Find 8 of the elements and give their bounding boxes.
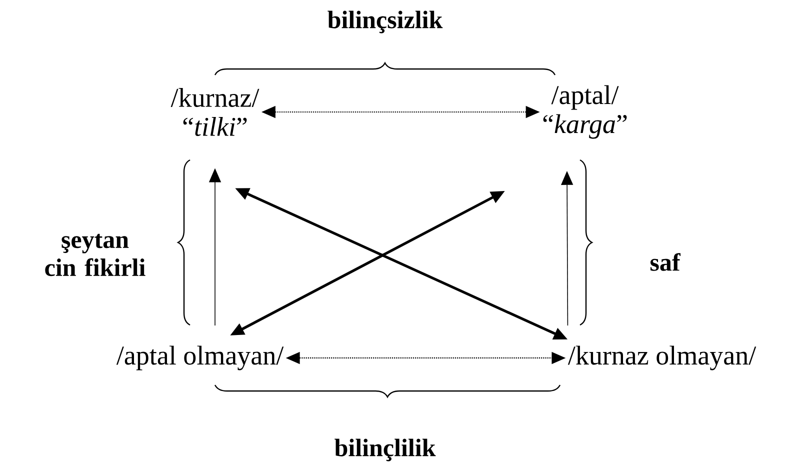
- brace-label: saf: [650, 253, 681, 271]
- brace-label: bilinçlilik: [334, 438, 436, 462]
- brace-label: şeytan cin fikirli: [45, 234, 146, 276]
- brace-label: bilinçsizlik: [328, 10, 443, 34]
- term: /kurnaz olmayan/: [568, 346, 756, 370]
- term: /aptal/ “karga”: [543, 85, 627, 139]
- term: /aptal olmayan/: [116, 346, 284, 370]
- term: /kurnaz/ “tilki”: [170, 88, 260, 136]
